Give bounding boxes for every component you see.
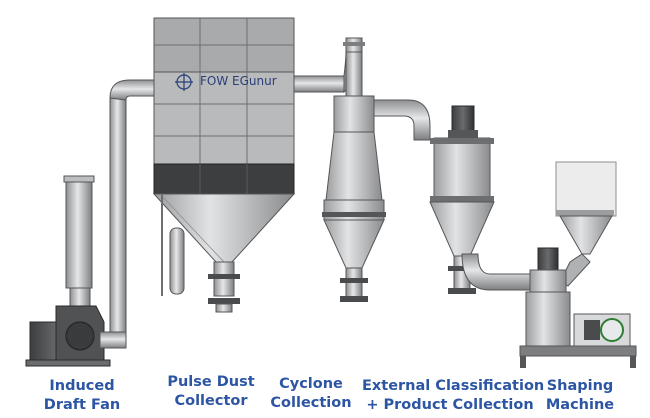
brand-text: FOW EGunur (200, 74, 277, 88)
label-line: Shaping (546, 378, 614, 394)
duct-fan-to-collector (99, 79, 157, 349)
induced-draft-fan (25, 175, 113, 367)
label-line: Induced (49, 378, 115, 394)
cyclone-collector (322, 51, 431, 302)
label-line: Machine (545, 397, 615, 413)
pulse-dust-collector (152, 17, 296, 313)
external-classifier (429, 105, 541, 294)
label-line: Draft Fan (43, 397, 121, 413)
label-line: Pulse Dust (167, 374, 255, 390)
label-line: Collection (270, 395, 352, 411)
label-line: Collector (174, 393, 248, 409)
label-shaping-machine: Shaping Machine (540, 377, 620, 415)
label-line: Cyclone (279, 376, 343, 392)
label-cyclone-collection: Cyclone Collection (266, 375, 356, 413)
label-line: External Classification (362, 378, 545, 394)
label-induced-draft-fan: Induced Draft Fan (32, 377, 132, 415)
label-line: + Product Collection (366, 397, 534, 413)
label-external-classification: External Classification + Product Collec… (362, 377, 545, 415)
shaping-machine (519, 161, 637, 368)
brand-logo-icon (175, 73, 193, 91)
label-pulse-dust-collector: Pulse Dust Collector (158, 373, 264, 411)
